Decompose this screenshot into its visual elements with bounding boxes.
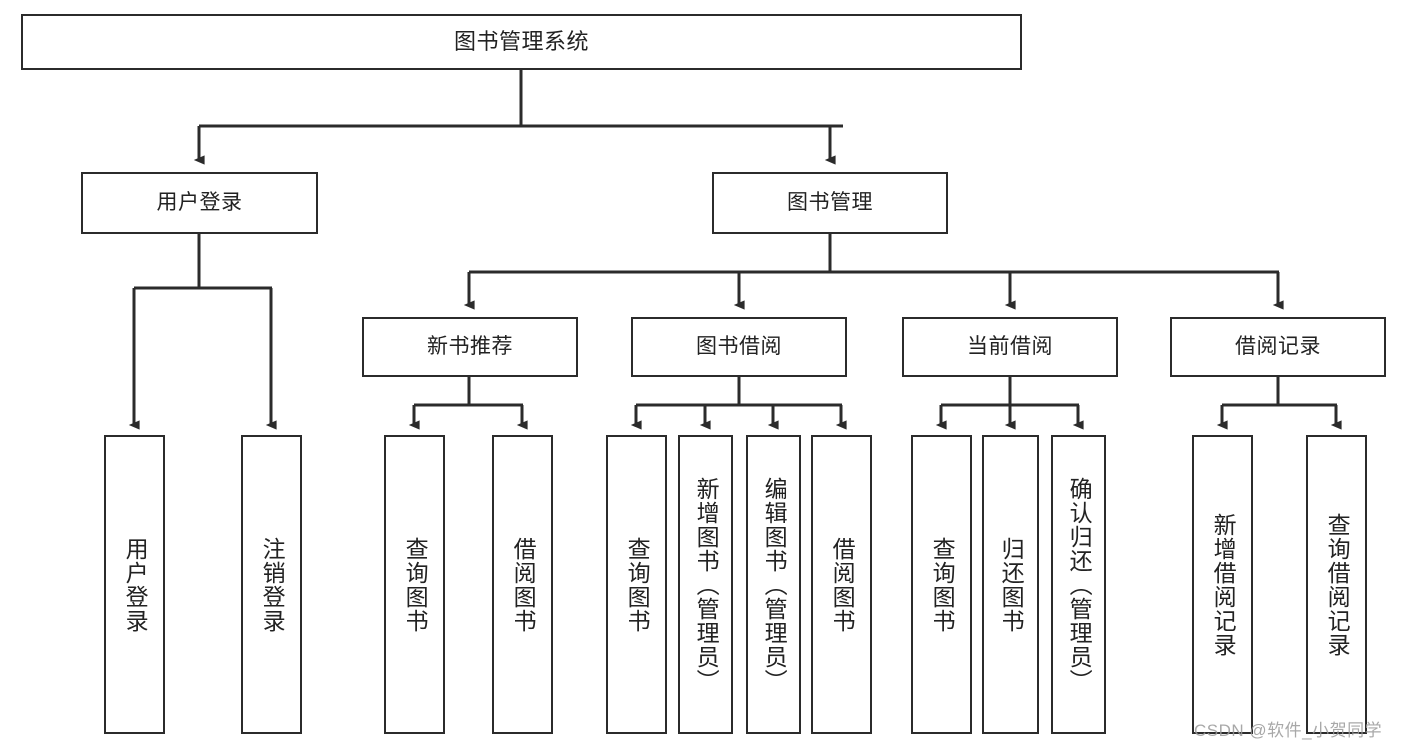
- leaf-query-book-current-label: 查询图书: [929, 536, 956, 633]
- node-book-management-label: 图书管理: [787, 190, 873, 214]
- leaf-query-book-new[interactable]: 查询图书: [384, 435, 445, 734]
- node-borrow-record-label: 借阅记录: [1235, 334, 1321, 358]
- leaf-add-book-admin[interactable]: 新增图书（管理员）: [678, 435, 733, 734]
- node-new-book-recommend[interactable]: 新书推荐: [362, 317, 578, 377]
- leaf-edit-book-admin[interactable]: 编辑图书（管理员）: [746, 435, 801, 734]
- leaf-add-borrow-record[interactable]: 新增借阅记录: [1192, 435, 1253, 734]
- leaf-borrow-book[interactable]: 借阅图书: [811, 435, 872, 734]
- leaf-query-borrow-record-label: 查询借阅记录: [1324, 512, 1351, 657]
- leaf-borrow-book-new-label: 借阅图书: [510, 536, 537, 633]
- leaf-query-book[interactable]: 查询图书: [606, 435, 667, 734]
- leaf-user-login-label: 用户登录: [122, 536, 149, 633]
- node-user-login-label: 用户登录: [156, 190, 243, 214]
- leaf-return-book-label: 归还图书: [998, 536, 1025, 633]
- leaf-query-borrow-record[interactable]: 查询借阅记录: [1306, 435, 1367, 734]
- leaf-confirm-return-admin-label: 确认归还（管理员）: [1066, 476, 1093, 693]
- leaf-query-book-new-label: 查询图书: [402, 536, 429, 633]
- leaf-logout[interactable]: 注销登录: [241, 435, 302, 734]
- leaf-query-book-label: 查询图书: [624, 536, 651, 633]
- leaf-borrow-book-new[interactable]: 借阅图书: [492, 435, 553, 734]
- node-book-borrow[interactable]: 图书借阅: [631, 317, 847, 377]
- node-current-borrow[interactable]: 当前借阅: [902, 317, 1118, 377]
- leaf-add-borrow-record-label: 新增借阅记录: [1210, 512, 1237, 657]
- leaf-user-login[interactable]: 用户登录: [104, 435, 165, 734]
- node-root[interactable]: 图书管理系统: [21, 14, 1022, 70]
- leaf-query-book-current[interactable]: 查询图书: [911, 435, 972, 734]
- node-book-borrow-label: 图书借阅: [696, 334, 782, 358]
- node-current-borrow-label: 当前借阅: [967, 334, 1053, 358]
- leaf-confirm-return-admin[interactable]: 确认归还（管理员）: [1051, 435, 1106, 734]
- node-borrow-record[interactable]: 借阅记录: [1170, 317, 1386, 377]
- node-new-book-recommend-label: 新书推荐: [427, 334, 513, 358]
- node-book-management[interactable]: 图书管理: [712, 172, 948, 234]
- csdn-watermark: CSDN @软件_小贺同学: [1194, 721, 1383, 740]
- leaf-logout-label: 注销登录: [259, 536, 286, 633]
- leaf-edit-book-admin-label: 编辑图书（管理员）: [761, 476, 788, 693]
- leaf-return-book[interactable]: 归还图书: [982, 435, 1039, 734]
- leaf-borrow-book-label: 借阅图书: [829, 536, 856, 633]
- node-user-login[interactable]: 用户登录: [81, 172, 318, 234]
- node-root-label: 图书管理系统: [453, 29, 589, 55]
- leaf-add-book-admin-label: 新增图书（管理员）: [693, 476, 720, 693]
